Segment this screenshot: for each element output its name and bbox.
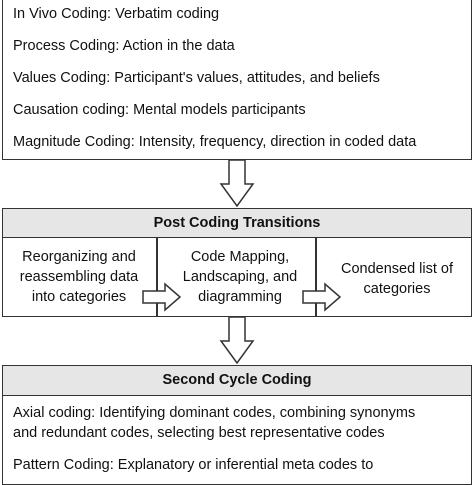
post-coding-box: Post Coding Transitions Reorganizing and…: [2, 208, 472, 317]
right-arrow-icon: [142, 282, 182, 312]
first-cycle-method: Causation coding: Mental models particip…: [13, 102, 306, 118]
step-line: Code Mapping,: [190, 249, 290, 265]
step-line: Landscaping, and: [182, 269, 298, 285]
step-line: reassembling data: [19, 269, 139, 285]
down-arrow-icon: [219, 159, 255, 208]
second-cycle-method: Pattern Coding: Explanatory or inferenti…: [13, 457, 374, 473]
first-cycle-method: In Vivo Coding: Verbatim coding: [13, 6, 220, 22]
step-code-mapping: Code Mapping, Landscaping, and diagrammi…: [166, 247, 314, 307]
step-line: into categories: [31, 289, 127, 305]
post-coding-title: Post Coding Transitions: [3, 209, 471, 238]
down-arrow-icon: [219, 316, 255, 365]
second-cycle-box: Second Cycle Coding Axial coding: Identi…: [2, 365, 472, 485]
second-cycle-method: Axial coding: Identifying dominant codes…: [13, 405, 416, 421]
first-cycle-box: In Vivo Coding: Verbatim coding Process …: [2, 0, 472, 160]
step-divider: [315, 237, 317, 317]
step-line: Reorganizing and: [22, 249, 136, 265]
first-cycle-method: Magnitude Coding: Intensity, frequency, …: [13, 134, 417, 150]
step-line: diagramming: [198, 289, 282, 305]
step-line: categories: [363, 281, 431, 297]
step-line: Condensed list of: [340, 261, 454, 277]
step-divider: [156, 237, 158, 317]
right-arrow-icon: [302, 282, 342, 312]
first-cycle-method: Process Coding: Action in the data: [13, 38, 235, 54]
step-condensed-list: Condensed list of categories: [323, 259, 471, 299]
step-reorganizing: Reorganizing and reassembling data into …: [3, 247, 155, 307]
second-cycle-title: Second Cycle Coding: [3, 366, 471, 396]
second-cycle-method: and redundant codes, selecting best repr…: [13, 425, 385, 441]
first-cycle-method: Values Coding: Participant's values, att…: [13, 70, 380, 86]
